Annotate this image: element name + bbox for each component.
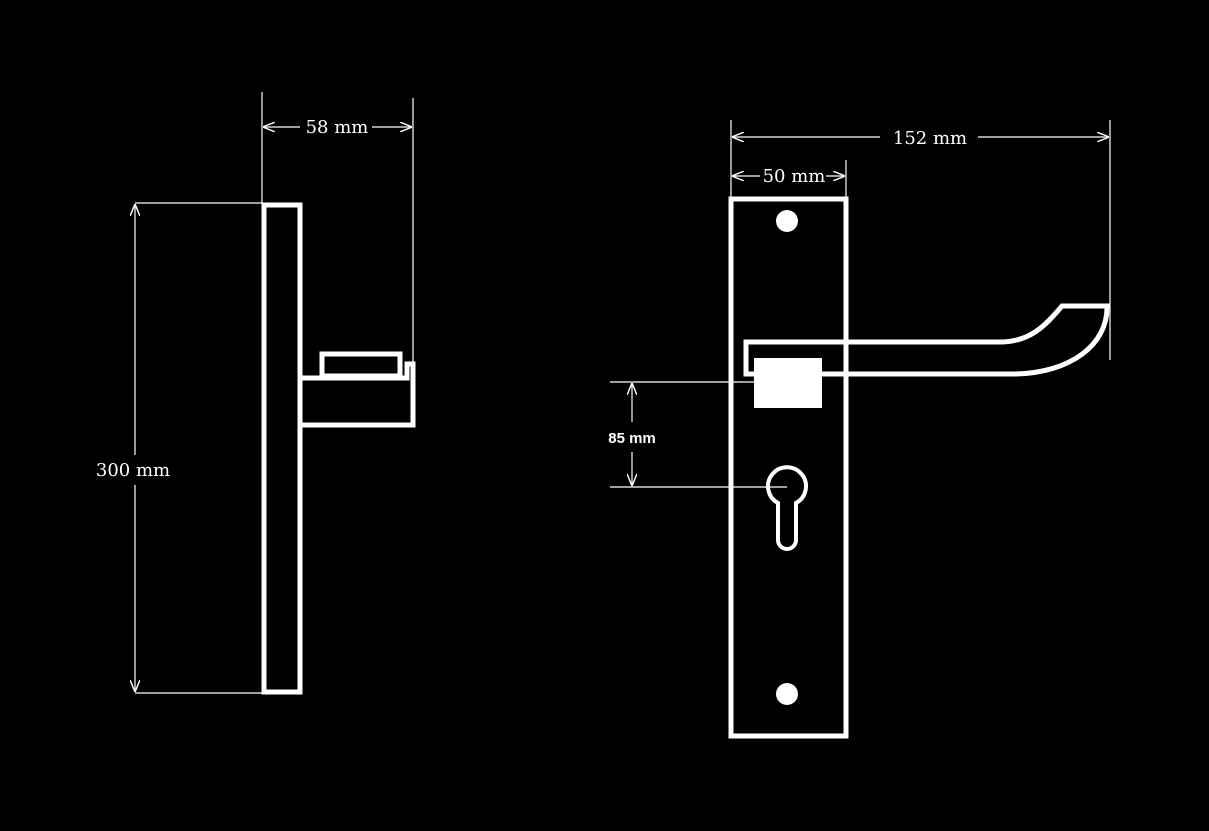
screw-hole-bottom	[776, 683, 798, 705]
front-view	[610, 120, 1111, 739]
plate-width-label: 50 mm	[763, 166, 826, 187]
back-plate	[728, 196, 849, 739]
lever-handle	[743, 303, 1110, 377]
side-spindle	[302, 361, 416, 428]
side-handle-top	[319, 351, 403, 379]
depth-label: 58 mm	[306, 117, 369, 138]
screw-hole-top	[776, 210, 798, 232]
side-view	[135, 92, 416, 695]
keyhole	[766, 465, 808, 551]
center-distance-label: 85 mm	[608, 430, 656, 447]
rose-block	[754, 358, 822, 408]
side-plate	[261, 202, 303, 695]
total-width-label: 152 mm	[893, 128, 967, 149]
height-label: 300 mm	[96, 460, 170, 481]
